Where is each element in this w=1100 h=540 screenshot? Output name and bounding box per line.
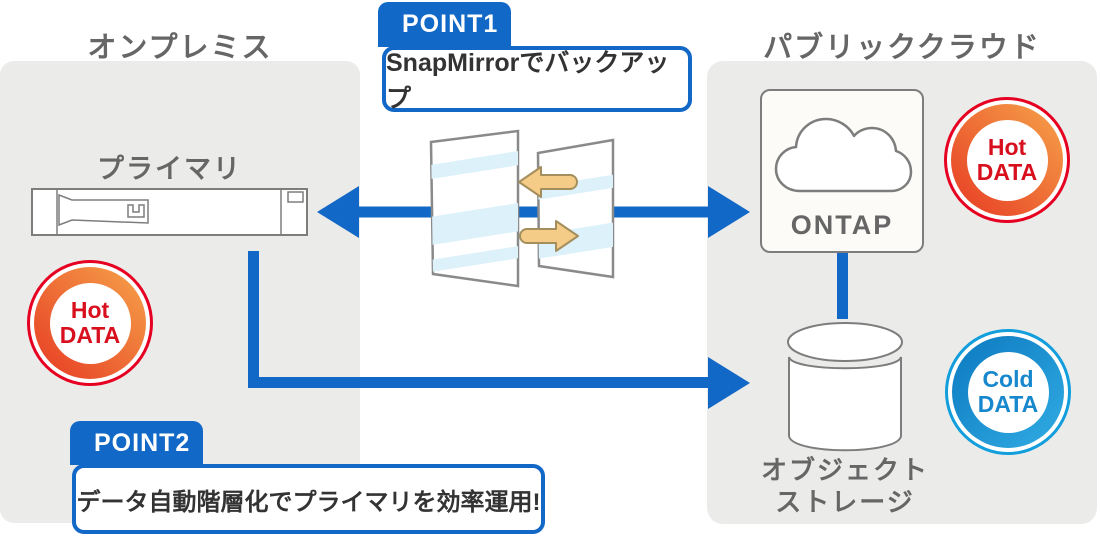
ontap-box: ONTAP <box>760 89 924 253</box>
snapmirror-mirror-panels-icon <box>429 129 615 288</box>
cloud-icon <box>774 117 913 193</box>
ontap-label: ONTAP <box>790 210 894 240</box>
point1-box: SnapMirrorでバックアップ <box>382 46 692 113</box>
point2-tab: POINT2 <box>70 421 203 465</box>
hot-data-badge-onprem: Hot DATA <box>27 260 153 386</box>
snapmirror-arrow <box>317 186 750 238</box>
point2-box: データ自動階層化でプライマリを効率運用! <box>72 464 545 534</box>
point1-tab: POINT1 <box>378 2 511 47</box>
public-cloud-title: パブリッククラウド <box>763 32 1041 64</box>
object-storage-label: オブジェクト ストレージ <box>760 455 929 517</box>
left-right-sync-arrows-icon <box>518 166 579 252</box>
hot-data-badge-cloud: Hot DATA <box>944 97 1070 223</box>
onprem-title: オンプレミス <box>87 32 273 64</box>
cold-data-badge: Cold DATA <box>945 329 1071 455</box>
primary-label: プライマリ <box>97 154 242 184</box>
